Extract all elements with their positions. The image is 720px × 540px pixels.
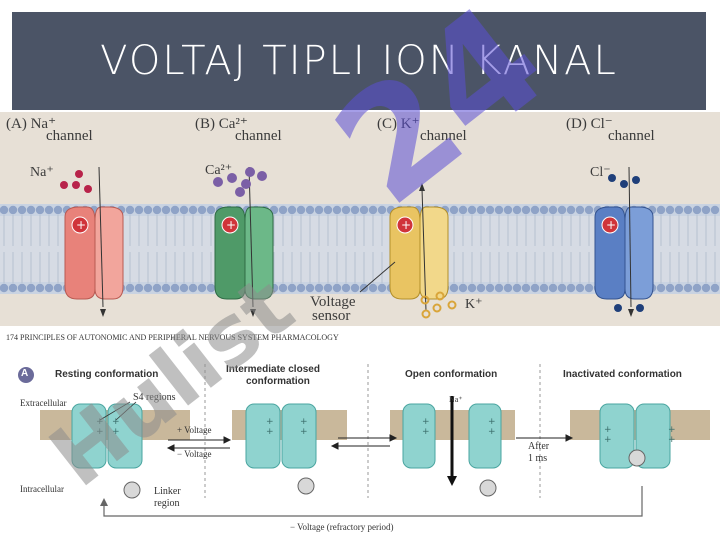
membrane-illustration: + + + + <box>0 166 720 319</box>
linker-label-1: Linker <box>154 486 181 497</box>
header-d: (D) Cl⁻ <box>566 116 613 132</box>
svg-text:+: + <box>606 218 616 232</box>
conformation-illustration: ++++ ++++ ++++ ++++ <box>18 364 710 517</box>
svg-text:+: + <box>226 218 236 232</box>
svg-text:+: + <box>668 425 676 435</box>
svg-text:+: + <box>604 435 612 445</box>
intermediate-label-1: Intermediate closed <box>226 364 320 375</box>
ion-label-cl: Cl⁻ <box>590 165 611 180</box>
ca-ions <box>213 167 267 197</box>
slide-title: VOLTAJ TIPLI ION KANAL <box>100 38 618 84</box>
svg-text:+: + <box>422 417 430 427</box>
svg-text:+: + <box>488 417 496 427</box>
header-c: (C) K⁺ <box>377 116 420 132</box>
svg-text:+: + <box>112 417 120 427</box>
header-b-channel: channel <box>235 128 282 144</box>
svg-text:+: + <box>266 417 274 427</box>
svg-text:+: + <box>96 427 104 437</box>
svg-text:+: + <box>112 427 120 437</box>
linker-label-2: region <box>154 498 180 509</box>
after-label-2: 1 ms <box>528 453 548 464</box>
svg-text:+: + <box>488 427 496 437</box>
s4-regions-label: S4 regions <box>133 392 176 403</box>
extracellular-label: Extracellular <box>20 398 67 408</box>
minus-voltage-label: − Voltage <box>177 449 212 459</box>
title-bar: VOLTAJ TIPLI ION KANAL <box>12 12 706 110</box>
after-label-1: After <box>528 441 550 452</box>
voltage-sensor-label-2: sensor <box>312 308 351 324</box>
panel-letter: A <box>21 368 29 379</box>
top-figure: + + + + <box>0 112 720 326</box>
header-a-channel: channel <box>46 128 93 144</box>
ion-label-na: Na⁺ <box>30 165 54 180</box>
na-label: Na⁺ <box>449 395 463 404</box>
intracellular-label: Intracellular <box>20 484 64 494</box>
header-c-channel: channel <box>420 128 467 144</box>
svg-text:+: + <box>76 218 86 232</box>
plus-voltage-label: + Voltage <box>177 425 212 435</box>
header-d-channel: channel <box>608 128 655 144</box>
ion-label-ca: Ca²⁺ <box>205 163 233 178</box>
k-ions <box>420 291 457 319</box>
book-page-header: 174 PRINCIPLES OF AUTONOMIC AND PERIPHER… <box>6 333 339 342</box>
inactivated-conformation-label: Inactivated conformation <box>563 369 682 380</box>
intermediate-label-2: conformation <box>246 376 310 387</box>
header-b: (B) Ca²⁺ <box>195 116 248 132</box>
voltage-sensor-pointer <box>359 261 396 293</box>
open-conformation-label: Open conformation <box>405 369 498 380</box>
na-channel: + <box>64 166 124 317</box>
cl-channel: + <box>594 166 654 317</box>
svg-text:+: + <box>300 427 308 437</box>
svg-text:+: + <box>422 427 430 437</box>
svg-text:+: + <box>668 435 676 445</box>
svg-text:+: + <box>401 218 411 232</box>
refractory-label: − Voltage (refractory period) <box>290 522 394 532</box>
cl-ions <box>608 174 644 312</box>
bottom-figure: ++++ ++++ ++++ ++++ <box>0 328 720 540</box>
k-channel: + <box>389 183 449 312</box>
na-ions <box>60 170 92 193</box>
resting-conformation-label: Resting conformation <box>55 369 159 380</box>
voltage-sensor-label-1: Voltage <box>310 294 356 310</box>
svg-text:+: + <box>300 417 308 427</box>
svg-text:+: + <box>266 427 274 437</box>
ion-label-k: K⁺ <box>465 297 483 312</box>
svg-text:+: + <box>604 425 612 435</box>
svg-text:+: + <box>96 417 104 427</box>
header-a: (A) Na⁺ <box>6 116 56 132</box>
ca-channel: + <box>214 166 274 317</box>
